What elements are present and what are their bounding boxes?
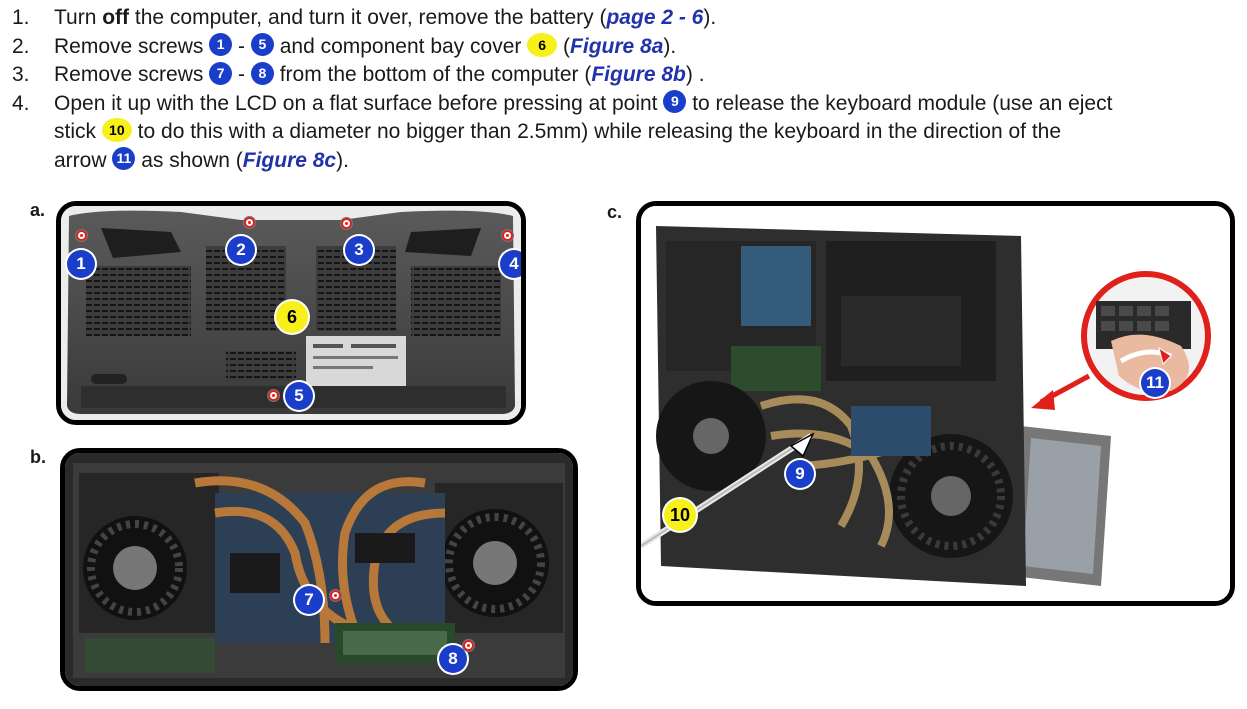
- step-4: 4. Open it up with the LCD on a flat sur…: [12, 90, 1113, 172]
- figure-a-bottom-cover-photo: 1 2 3 4 5 6: [56, 201, 526, 425]
- step-number: 3.: [12, 63, 30, 86]
- keyboard-release-illustration: [641, 206, 1230, 601]
- marker-6-component-bay-cover: 6: [276, 301, 308, 333]
- figure-8c-link[interactable]: Figure 8c: [242, 148, 337, 172]
- marker-7: 7: [295, 586, 323, 614]
- marker-8: 8: [439, 645, 467, 673]
- screw-hole: [268, 390, 279, 401]
- marker-10-eject-stick: 10: [664, 499, 697, 531]
- callout-5: 5: [250, 33, 274, 57]
- screw-hole: [330, 590, 341, 601]
- step-number: 2.: [12, 34, 30, 58]
- figure-b-open-bay-photo: 7 8: [60, 448, 578, 691]
- step-number: 4.: [12, 91, 30, 115]
- figure-b-label: b.: [30, 447, 46, 467]
- marker-9-press-point: 9: [786, 460, 814, 488]
- figure-8b-link[interactable]: Figure 8b: [591, 63, 686, 86]
- marker-1: 1: [67, 250, 95, 278]
- screw-hole: [244, 217, 255, 228]
- step-2: 2. Remove screws 1 - 5 and component bay…: [12, 32, 1244, 62]
- callout-1: 1: [209, 33, 233, 57]
- figure-c-label: c.: [607, 202, 623, 222]
- step-1: 1. Turn off the computer, and turn it ov…: [12, 4, 1244, 33]
- callout-7: 7: [209, 61, 233, 85]
- figure-c-keyboard-release-photo: 9 10 11: [636, 201, 1235, 606]
- step-number: 1.: [12, 6, 30, 29]
- screw-hole: [463, 640, 474, 651]
- page-reference-link[interactable]: page 2 - 6: [606, 6, 704, 29]
- figure-a-label: a.: [30, 200, 46, 220]
- figure-8a-link[interactable]: Figure 8a: [570, 34, 664, 58]
- screw-hole: [76, 230, 87, 241]
- callout-8: 8: [250, 61, 274, 85]
- callout-10: 10: [101, 118, 132, 143]
- open-bay-illustration: [65, 453, 573, 686]
- callout-6: 6: [527, 32, 558, 57]
- marker-3: 3: [345, 236, 373, 264]
- marker-11-release-arrow: 11: [1141, 369, 1169, 397]
- marker-4: 4: [500, 250, 521, 278]
- emphasis-off: off: [102, 6, 130, 29]
- step-3: 3. Remove screws 7 - 8 from the bottom o…: [12, 61, 1244, 90]
- marker-2: 2: [227, 236, 255, 264]
- screw-hole: [502, 230, 513, 241]
- instruction-list: 1. Turn off the computer, and turn it ov…: [12, 4, 1244, 175]
- marker-5: 5: [285, 382, 313, 410]
- screw-hole: [341, 218, 352, 229]
- callout-9: 9: [663, 90, 687, 114]
- callout-11: 11: [112, 147, 136, 171]
